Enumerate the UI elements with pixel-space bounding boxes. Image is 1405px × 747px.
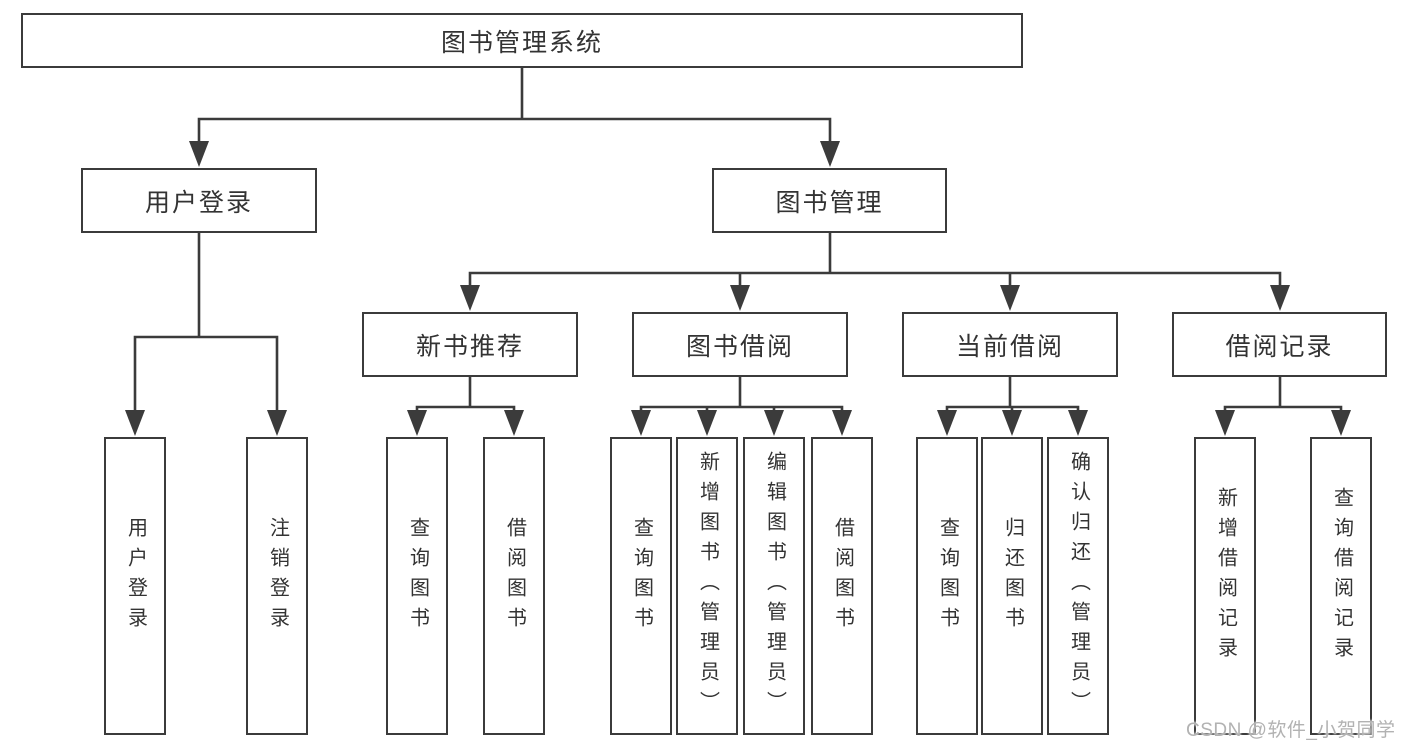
connector-user-login-to-leaves <box>125 233 287 436</box>
connector-new-book-recommend-to-leaves <box>407 377 524 436</box>
connector-current-borrow-to-leaves <box>937 377 1088 436</box>
connector-book-borrow-to-leaves <box>631 377 852 436</box>
node-current-borrow: 当前借阅 <box>902 312 1118 377</box>
node-root-system-label: 图书管理系统 <box>440 28 603 57</box>
leaf-add-borrow-record: 新增借阅记录 <box>1194 437 1256 735</box>
node-book-borrow: 图书借阅 <box>632 312 848 377</box>
node-book-management-label: 图书管理 <box>775 188 884 217</box>
leaf-confirm-return-admin: 确认归还（管理员） <box>1047 437 1109 735</box>
leaf-borrow-books-label: 借阅图书 <box>831 517 854 637</box>
leaf-user-login: 用户登录 <box>104 437 166 735</box>
leaf-query-books-borrow: 查询图书 <box>610 437 672 735</box>
node-current-borrow-label: 当前借阅 <box>955 332 1064 361</box>
connector-borrow-records-to-leaves <box>1215 377 1351 436</box>
leaf-logout-label: 注销登录 <box>266 517 289 637</box>
leaf-add-book-admin-label: 新增图书（管理员） <box>696 451 719 721</box>
connector-root-to-level2 <box>189 68 840 167</box>
leaf-user-login-label: 用户登录 <box>124 517 147 637</box>
leaf-query-books-current-label: 查询图书 <box>936 517 959 637</box>
leaf-borrow-books-recommend: 借阅图书 <box>483 437 545 735</box>
leaf-query-borrow-record: 查询借阅记录 <box>1310 437 1372 735</box>
leaf-return-book-label: 归还图书 <box>1001 517 1024 637</box>
node-book-borrow-label: 图书借阅 <box>685 332 794 361</box>
node-borrow-records: 借阅记录 <box>1172 312 1387 377</box>
leaf-add-book-admin: 新增图书（管理员） <box>676 437 738 735</box>
leaf-borrow-books-recommend-label: 借阅图书 <box>503 517 526 637</box>
leaf-confirm-return-admin-label: 确认归还（管理员） <box>1067 451 1090 721</box>
leaf-edit-book-admin: 编辑图书（管理员） <box>743 437 805 735</box>
csdn-watermark: CSDN @软件_小贺同学 <box>1186 720 1396 741</box>
node-new-book-recommend-label: 新书推荐 <box>415 332 524 361</box>
leaf-return-book: 归还图书 <box>981 437 1043 735</box>
leaf-logout: 注销登录 <box>246 437 308 735</box>
leaf-query-books-borrow-label: 查询图书 <box>630 517 653 637</box>
node-root-system: 图书管理系统 <box>21 13 1023 68</box>
node-user-login: 用户登录 <box>81 168 317 233</box>
node-new-book-recommend: 新书推荐 <box>362 312 578 377</box>
leaf-query-books-recommend-label: 查询图书 <box>406 517 429 637</box>
connector-book-management-to-level3 <box>460 233 1290 311</box>
leaf-add-borrow-record-label: 新增借阅记录 <box>1214 487 1237 667</box>
leaf-borrow-books: 借阅图书 <box>811 437 873 735</box>
node-borrow-records-label: 借阅记录 <box>1225 332 1334 361</box>
leaf-query-borrow-record-label: 查询借阅记录 <box>1330 487 1353 667</box>
leaf-query-books-current: 查询图书 <box>916 437 978 735</box>
leaf-query-books-recommend: 查询图书 <box>386 437 448 735</box>
node-user-login-label: 用户登录 <box>144 188 253 217</box>
node-book-management: 图书管理 <box>712 168 947 233</box>
leaf-edit-book-admin-label: 编辑图书（管理员） <box>763 451 786 721</box>
